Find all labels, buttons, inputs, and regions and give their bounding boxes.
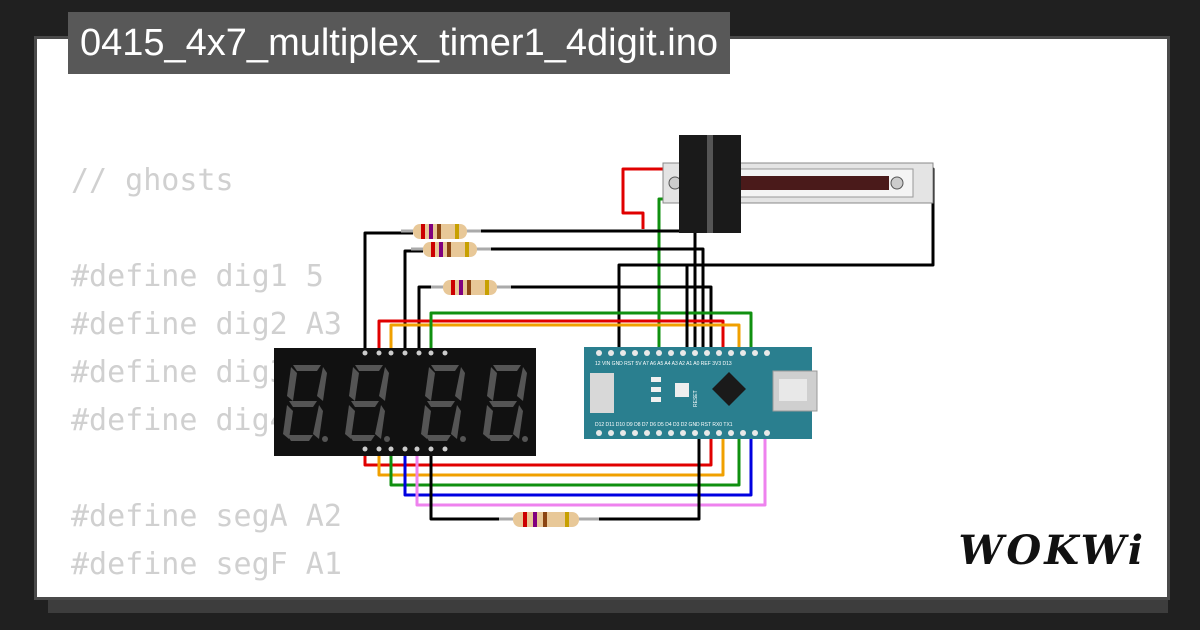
resistor	[431, 280, 511, 295]
arduino-nano: 12 VIN GND RST 5V A7 A6 A5 A4 A3 A2 A1 A…	[584, 347, 818, 439]
wire-red-bottom	[363, 431, 713, 467]
wires	[363, 167, 935, 521]
code-line: #define segF A1	[71, 547, 342, 582]
window-title: 0415_4x7_multiplex_timer1_4digit.ino	[68, 12, 730, 74]
code-line: #define dig2 A3	[71, 307, 342, 342]
header-pins	[596, 350, 770, 436]
digit-segments	[283, 365, 528, 442]
wire-red-top	[377, 319, 725, 355]
wire-green-pot	[657, 197, 675, 355]
code-line: #define dig3 A4	[71, 355, 342, 390]
wire-green-top	[429, 311, 753, 355]
slide-potentiometer	[662, 135, 934, 233]
wire-blue-bottom	[403, 431, 753, 497]
wire-black-bottom	[429, 449, 511, 521]
code-line: // ghosts	[71, 163, 234, 198]
wire-black-top2	[403, 249, 423, 353]
wire-orange-bottom	[377, 431, 725, 477]
preview-card: // ghosts #define dig1 5 #define dig2 A3 #d…	[34, 36, 1170, 600]
circuit-diagram: 12 VIN GND RST 5V A7 A6 A5 A4 A3 A2 A1 A…	[274, 135, 935, 527]
wire-black-bottom2	[591, 431, 701, 521]
wire-black-top3b	[497, 285, 713, 355]
resistor	[411, 242, 491, 257]
seven-segment-display	[274, 348, 536, 456]
code-preview: // ghosts #define dig1 5 #define dig2 A3 #d…	[71, 157, 342, 597]
code-line: #define dig1 5	[71, 259, 324, 294]
wokwi-logo: WOKWi	[958, 527, 1146, 574]
wire-black-top1	[363, 231, 413, 353]
display-pins	[362, 350, 448, 452]
resistor	[499, 512, 599, 527]
top-pin-labels: 12 VIN GND RST 5V A7 A6 A5 A4 A3 A2 A1 A…	[595, 361, 732, 367]
bottom-pin-labels: D12 D11 D10 D9 D8 D7 D6 D5 D4 D3 D2 GND …	[595, 422, 733, 428]
wire-red-pot	[621, 167, 675, 229]
code-line: #define segB A0	[71, 589, 342, 597]
reset-label: RESET	[693, 390, 699, 407]
wire-violet-bottom	[415, 431, 767, 507]
code-line: #define segA A2	[71, 499, 342, 534]
wire-orange-top	[389, 323, 741, 355]
wire-green-bottom	[389, 431, 741, 487]
resistor	[401, 224, 481, 239]
